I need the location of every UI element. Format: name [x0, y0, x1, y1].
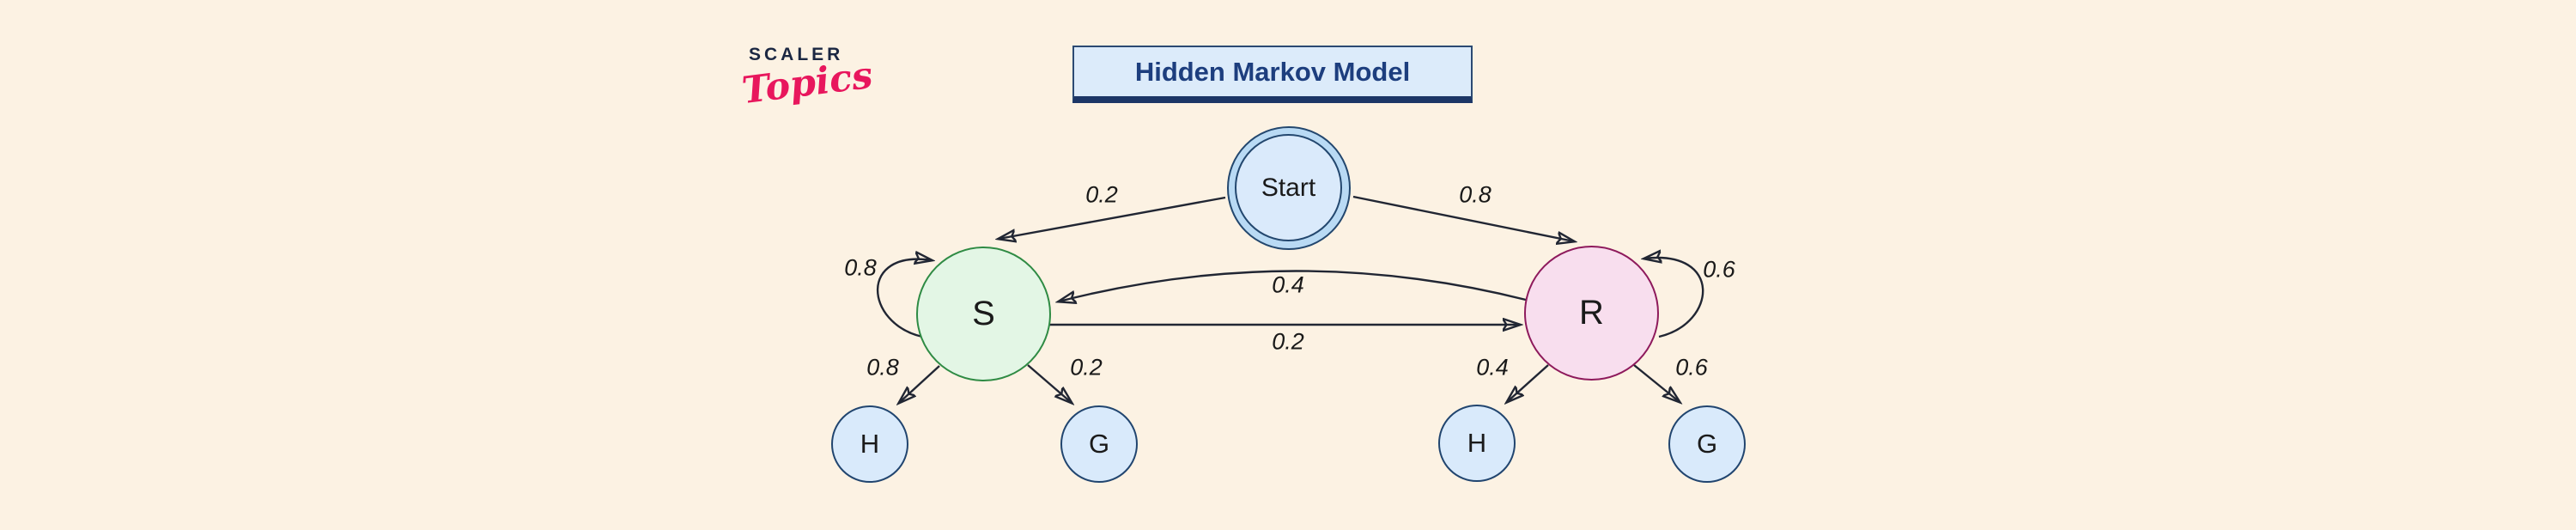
node-h-left-label: H: [860, 429, 880, 459]
edge-s-to-g: [1027, 364, 1072, 403]
prob-label-start-to-r: 0.8: [1459, 181, 1492, 208]
node-observation-g-right: G: [1668, 405, 1746, 483]
node-start: Start: [1227, 126, 1351, 250]
prob-label-s-to-h: 0.8: [866, 354, 899, 381]
prob-label-r-self: 0.6: [1703, 256, 1735, 283]
node-observation-h-left: H: [831, 405, 908, 483]
edge-s-self-loop: [876, 259, 932, 338]
edge-s-to-h: [899, 365, 940, 403]
node-start-label: Start: [1261, 173, 1316, 202]
node-r-label: R: [1579, 294, 1604, 332]
scaler-topics-logo: SCALER Topics: [740, 43, 919, 137]
node-h-right-label: H: [1467, 428, 1487, 458]
node-g-right-label: G: [1696, 429, 1718, 459]
logo-scaler-text: SCALER: [749, 45, 844, 64]
node-state-r: R: [1524, 246, 1659, 381]
prob-label-s-to-g: 0.2: [1070, 354, 1103, 381]
node-observation-g-left: G: [1060, 405, 1138, 483]
diagram-title: Hidden Markov Model: [1134, 56, 1411, 87]
node-s-label: S: [972, 295, 995, 332]
edge-start-to-r: [1352, 195, 1574, 241]
node-g-left-label: G: [1088, 429, 1110, 459]
diagram-title-box: Hidden Markov Model: [1072, 46, 1473, 103]
node-start-inner-circle: Start: [1235, 134, 1342, 241]
node-state-s: S: [916, 247, 1051, 381]
prob-label-s-self: 0.8: [844, 254, 877, 281]
prob-label-s-to-r: 0.2: [1272, 328, 1304, 355]
edge-start-to-s: [999, 196, 1226, 239]
prob-label-r-to-h: 0.4: [1476, 354, 1509, 381]
edge-r-self-loop: [1644, 258, 1704, 338]
node-observation-h-right: H: [1438, 405, 1516, 482]
prob-label-start-to-s: 0.2: [1085, 181, 1118, 208]
prob-label-r-to-s: 0.4: [1272, 271, 1304, 298]
edge-r-to-s: [1059, 270, 1527, 302]
prob-label-r-to-g: 0.6: [1675, 354, 1708, 381]
edge-r-to-g: [1633, 364, 1680, 402]
edge-r-to-h: [1507, 364, 1549, 402]
